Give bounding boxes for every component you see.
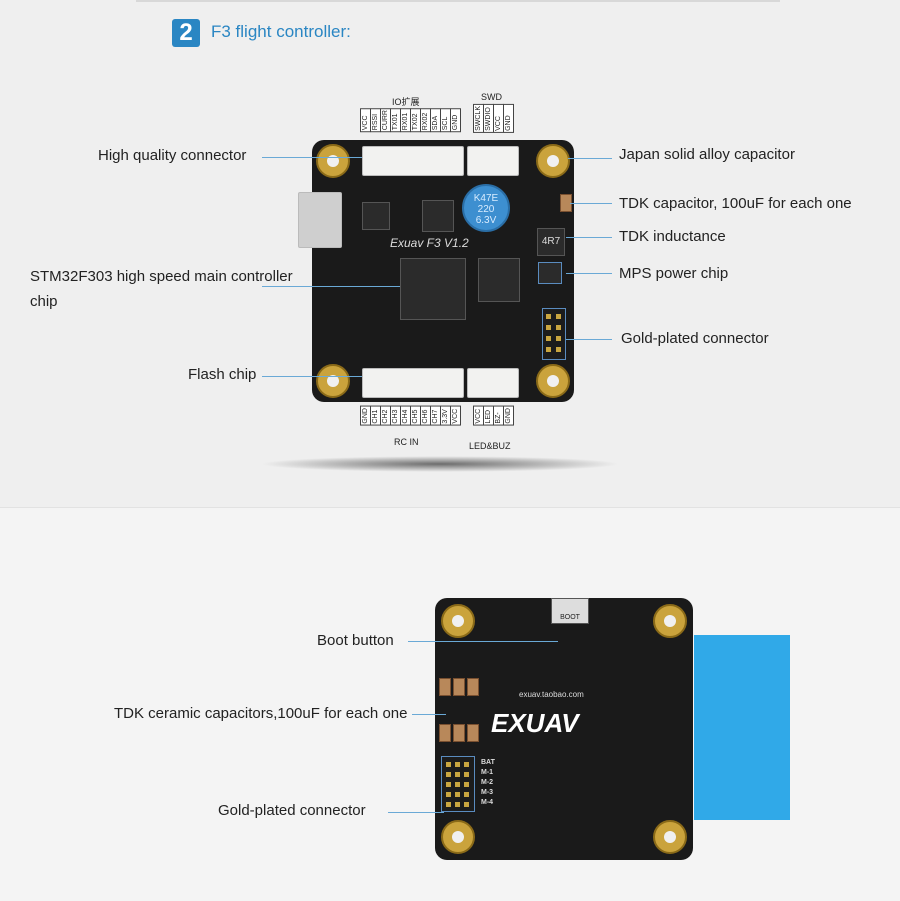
inductor: 4R7 — [537, 228, 565, 256]
label-mps: MPS power chip — [619, 265, 729, 282]
leader-line — [412, 714, 446, 715]
board-shadow — [260, 456, 620, 472]
leader-line — [388, 812, 444, 813]
io-pin-label: GND — [450, 108, 461, 133]
mount-hole — [316, 364, 350, 398]
section-title: F3 flight controller: — [211, 22, 351, 41]
mcu-chip — [400, 258, 466, 320]
swd-pin-label: GND — [503, 104, 514, 133]
ceramic-capacitor — [453, 678, 465, 696]
ceramic-capacitor — [467, 678, 479, 696]
label-flash: Flash chip — [188, 366, 257, 383]
gold-header — [441, 756, 475, 812]
mount-hole — [441, 604, 475, 638]
led-connector — [467, 368, 519, 398]
side-blue-block — [694, 635, 790, 820]
swd-title: SWD — [481, 92, 502, 102]
alloy-capacitor: K47E 220 6.3V — [462, 184, 510, 232]
leader-line — [566, 339, 612, 340]
small-chip — [362, 202, 390, 230]
mount-hole — [536, 144, 570, 178]
top-divider — [136, 0, 780, 2]
label-mcu: STM32F303 high speed main controller — [30, 268, 293, 285]
label-connector: High quality connector — [98, 147, 247, 164]
ceramic-capacitor — [439, 724, 451, 742]
gyro-chip — [422, 200, 454, 232]
mount-hole — [316, 144, 350, 178]
label-tdk-ind: TDK inductance — [619, 228, 726, 245]
io-title: IO扩展 — [392, 97, 420, 107]
brand-logo: EXUAV — [491, 708, 579, 738]
leader-line — [566, 237, 612, 238]
rcin-connector — [362, 368, 464, 398]
mps-chip — [538, 262, 562, 284]
leader-line — [262, 376, 362, 377]
io-connector — [362, 146, 464, 176]
leader-line — [566, 273, 612, 274]
mount-hole — [536, 364, 570, 398]
ceramic-capacitor — [453, 724, 465, 742]
bottom-panel: BOOT exuav.taobao.com EXUAV BAT M-1 M-2 … — [0, 507, 900, 901]
step-badge: 2 — [172, 19, 200, 47]
brand-url: exuav.taobao.com — [519, 690, 584, 699]
label-tdk-cap: TDK capacitor, 100uF for each one — [619, 195, 852, 212]
leader-line — [262, 157, 362, 158]
ceramic-capacitor — [439, 678, 451, 696]
swd-connector — [467, 146, 519, 176]
label-gold: Gold-plated connector — [621, 330, 769, 347]
motor-pin-labels: BAT M-1 M-2 M-3 M-4 — [481, 759, 495, 806]
mount-hole — [653, 820, 687, 854]
led-pin-label: GND — [503, 406, 514, 426]
label-alloy-cap: Japan solid alloy capacitor — [619, 146, 795, 163]
label-boot: Boot button — [317, 632, 394, 649]
mount-hole — [441, 820, 475, 854]
label-gold-bottom: Gold-plated connector — [218, 802, 366, 819]
flight-controller-back: BOOT exuav.taobao.com EXUAV BAT M-1 M-2 … — [435, 598, 693, 860]
leader-line — [262, 286, 400, 287]
usb-port — [298, 192, 342, 248]
label-mcu-cont: chip — [30, 293, 58, 310]
gold-header — [542, 308, 566, 360]
rcin-title: RC IN — [394, 437, 419, 447]
label-ceramic: TDK ceramic capacitors,100uF for each on… — [114, 705, 408, 722]
ceramic-capacitor — [467, 724, 479, 742]
rcin-pin-label: VCC — [450, 406, 461, 426]
board-silkscreen: Exuav F3 V1.2 — [390, 236, 469, 250]
leader-line — [570, 203, 612, 204]
mount-hole — [653, 604, 687, 638]
flight-controller-board: K47E 220 6.3V Exuav F3 V1.2 4R7 — [298, 140, 574, 402]
leader-line — [568, 158, 612, 159]
flash-chip — [478, 258, 520, 302]
leader-line — [408, 641, 558, 642]
boot-button: BOOT — [551, 598, 589, 624]
led-title: LED&BUZ — [469, 441, 511, 451]
